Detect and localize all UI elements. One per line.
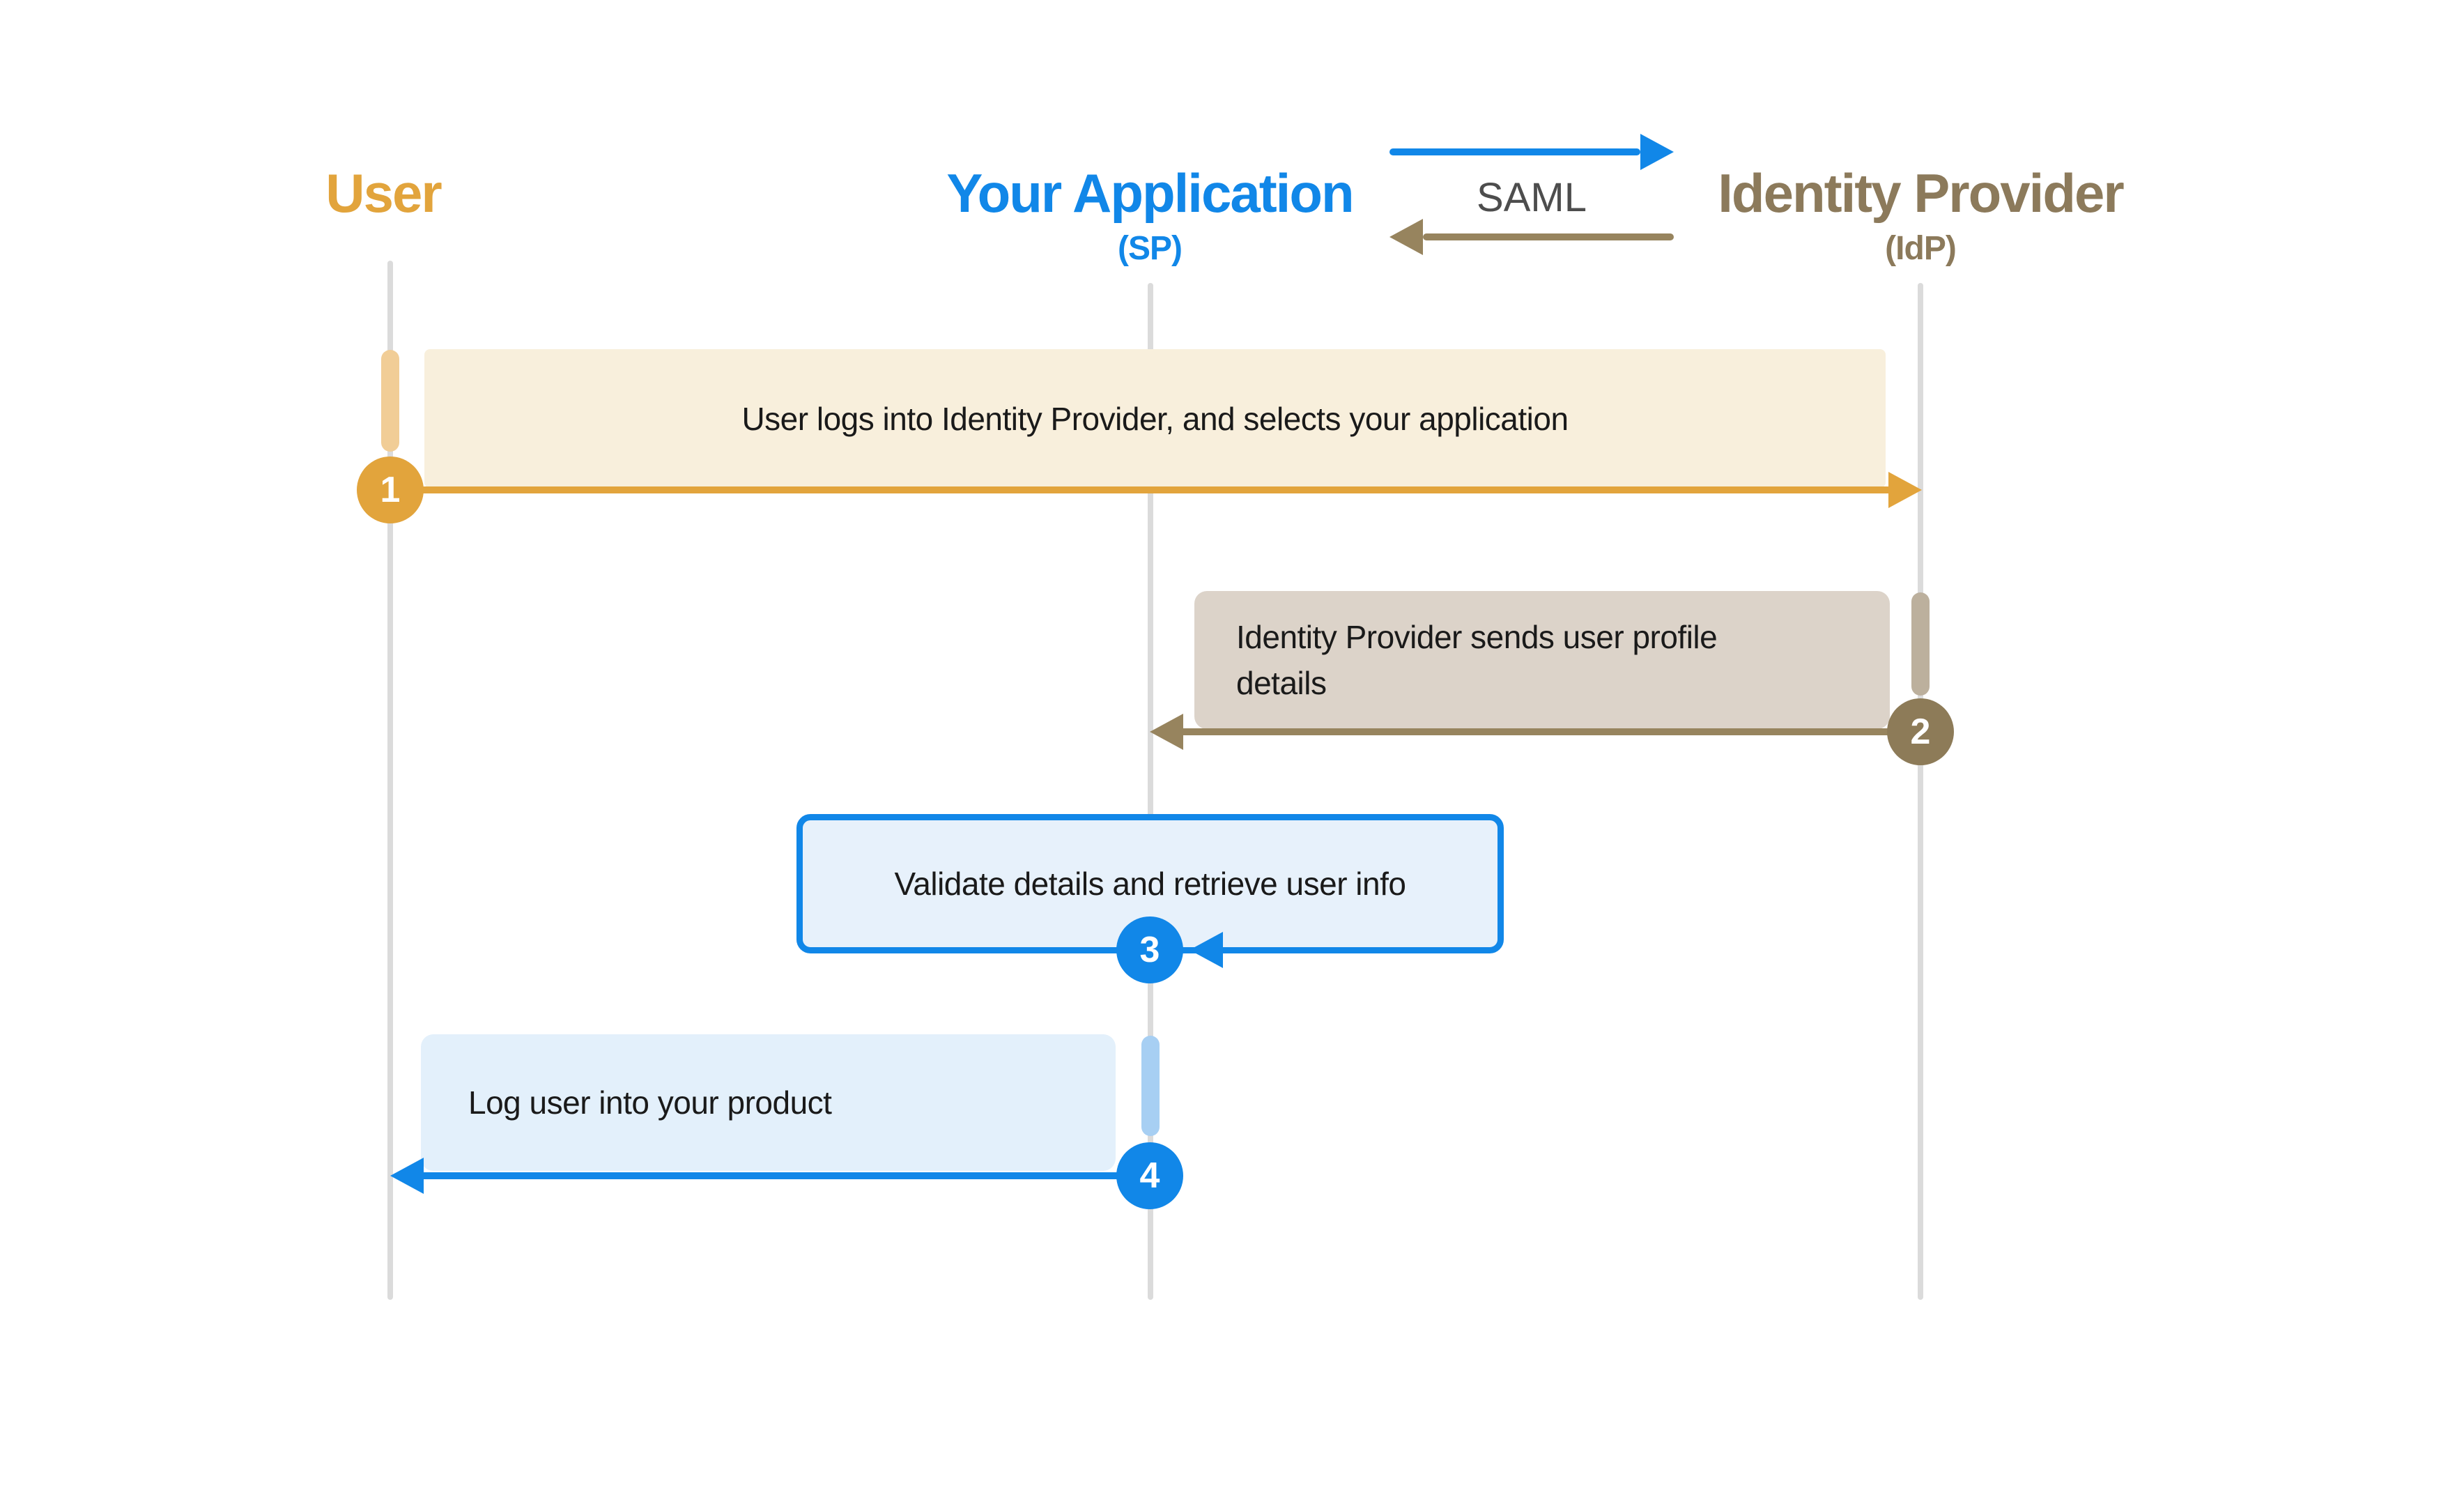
arrow-step-4	[424, 1172, 1150, 1179]
message-label-step-4: Log user into your product	[468, 1084, 832, 1121]
saml-request-arrowhead-icon	[1640, 134, 1674, 170]
activation-bar-idp-step-2	[1911, 592, 1930, 696]
lifeline-user	[387, 261, 393, 1300]
message-label-step-1: User logs into Identity Provider, and se…	[741, 400, 1569, 437]
actor-user-name: User	[325, 162, 442, 224]
arrowhead-step-3-icon	[1189, 932, 1223, 968]
arrowhead-step-4-icon	[390, 1158, 424, 1194]
step-badge-4: 4	[1116, 1142, 1183, 1209]
actor-user: User	[209, 162, 557, 224]
actor-identity-provider-subtitle: (IdP)	[1885, 230, 1957, 267]
actor-your-application-name: Your Application	[946, 162, 1354, 224]
message-box-step-4: Log user into your product	[421, 1034, 1116, 1171]
actor-identity-provider-name: Identity Provider	[1718, 162, 2124, 224]
message-label-step-3: Validate details and retrieve user info	[894, 866, 1406, 902]
saml-request-arrow-icon	[1389, 148, 1640, 155]
step-badge-1: 1	[357, 457, 424, 523]
lifeline-identity-provider	[1918, 283, 1923, 1300]
actor-your-application-subtitle: (SP)	[1118, 230, 1183, 267]
arrowhead-step-1-icon	[1888, 472, 1922, 508]
saml-response-arrowhead-icon	[1389, 219, 1423, 255]
step-badge-2: 2	[1887, 698, 1954, 765]
message-box-step-2: Identity Provider sends user profile det…	[1194, 591, 1890, 729]
message-box-step-1: User logs into Identity Provider, and se…	[424, 349, 1886, 488]
saml-legend-label: SAML	[1477, 175, 1587, 220]
arrowhead-step-2-icon	[1150, 714, 1183, 750]
actor-identity-provider: Identity Provider (IdP)	[1677, 162, 2164, 270]
activation-bar-user-step-1	[381, 350, 399, 452]
message-label-step-2: Identity Provider sends user profile det…	[1236, 619, 1718, 701]
saml-response-arrow-icon	[1423, 233, 1674, 240]
actor-your-application: Your Application (SP)	[906, 162, 1394, 270]
lifeline-your-application	[1148, 283, 1153, 1300]
step-badge-3: 3	[1116, 916, 1183, 983]
activation-bar-app-step-4	[1141, 1036, 1160, 1136]
arrow-step-2	[1183, 728, 1920, 735]
arrow-step-1	[390, 486, 1888, 493]
